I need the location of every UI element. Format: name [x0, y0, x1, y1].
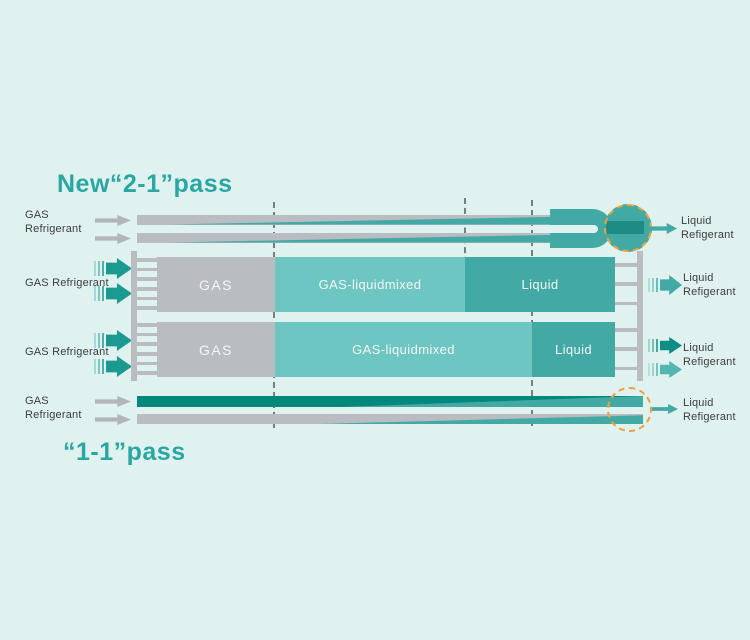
title-1-1-pass: “1-1”pass	[63, 438, 186, 466]
inflow-arrow-icon	[94, 283, 132, 304]
highlight-circle-outlet	[607, 387, 652, 432]
inlet-header-fins	[137, 258, 157, 310]
refrigerant-tube-upper	[137, 215, 600, 225]
inlet-header-pipe	[131, 316, 137, 381]
refrigerant-tube-upper	[137, 396, 643, 407]
section-liquid: Liquid	[532, 322, 615, 377]
label-line: Refigerant	[683, 356, 736, 369]
outlet-header-fins	[615, 263, 637, 305]
phase-boundary-line-gas	[273, 202, 275, 428]
label-line: Liquid	[683, 342, 714, 354]
inlet-header-pipe	[131, 251, 137, 316]
gas-refrigerant-label-hx-top: GAS Refrigerant	[25, 276, 109, 290]
highlight-circle-turn	[604, 204, 652, 252]
outlet-header-pipe	[637, 316, 643, 381]
gas-refrigerant-label-top-tubes: GAS Refrigerant	[25, 208, 82, 237]
label-line: GAS Refrigerant	[25, 277, 109, 289]
section-label: GAS-liquidmixed	[318, 277, 422, 292]
flow-arrow-icon	[652, 403, 678, 415]
label-line: Liquid	[683, 397, 714, 409]
flow-arrow-icon	[95, 215, 131, 226]
outflow-arrow-icon	[648, 337, 682, 354]
liquid-refigerant-label-bottom-tubes: Liquid Refigerant	[683, 396, 736, 425]
condensing-wedge	[319, 415, 643, 424]
liquid-refigerant-label-hx-bottom: Liquid Refigerant	[683, 341, 736, 370]
section-gas: GAS	[157, 322, 275, 377]
label-line: GAS Refrigerant	[25, 346, 109, 358]
outflow-arrow-icon	[648, 361, 682, 378]
outflow-arrow-icon	[648, 275, 682, 295]
phase-boundary-line-liquid-2-1	[464, 198, 466, 312]
title-new-2-1-pass: New“2-1”pass	[57, 170, 233, 198]
section-label: GAS	[198, 341, 234, 358]
section-label: GAS-liquidmixed	[352, 342, 455, 357]
turn-port	[606, 221, 644, 234]
condensing-wedge	[169, 215, 600, 225]
inflow-arrow-icon	[94, 330, 132, 351]
phase-boundary-line-liquid-1-1	[531, 200, 533, 426]
label-line: Refrigerant	[25, 223, 82, 236]
inlet-header-fins	[137, 323, 157, 375]
flow-arrow-icon	[650, 223, 677, 234]
flow-arrow-icon	[95, 414, 131, 425]
condensing-wedge	[339, 396, 643, 407]
gas-refrigerant-label-hx-bottom: GAS Refrigerant	[25, 345, 109, 359]
u-turn-gap	[540, 224, 598, 233]
refrigerant-tube-lower	[137, 414, 643, 424]
condensing-wedge	[169, 233, 600, 243]
heat-exchanger-bar-2-1: GAS GAS-liquidmixed Liquid	[157, 257, 615, 312]
gas-refrigerant-label-bottom-tubes: GAS Refrigerant	[25, 394, 82, 423]
section-gas: GAS	[157, 257, 275, 312]
label-line: Liquid	[683, 272, 714, 284]
label-line: Refigerant	[681, 229, 734, 242]
refrigerant-tube-lower	[137, 233, 600, 243]
inflow-arrow-icon	[94, 356, 132, 377]
section-gas-liquid-mixed: GAS-liquidmixed	[275, 322, 532, 377]
flow-arrow-icon	[95, 233, 131, 244]
section-label: GAS	[198, 276, 234, 293]
section-liquid: Liquid	[465, 257, 615, 312]
label-line: GAS	[25, 395, 49, 407]
heat-exchanger-bar-1-1: GAS GAS-liquidmixed Liquid	[157, 322, 615, 377]
section-gas-liquid-mixed: GAS-liquidmixed	[275, 257, 465, 312]
inflow-arrow-icon	[94, 258, 132, 279]
liquid-refigerant-label-top-tubes: Liquid Refigerant	[681, 214, 734, 243]
liquid-refigerant-label-hx-top: Liquid Refigerant	[683, 271, 736, 300]
flow-arrow-icon	[95, 396, 131, 407]
label-line: Refrigerant	[25, 409, 82, 422]
outlet-header-pipe	[637, 251, 643, 316]
label-line: GAS	[25, 209, 49, 221]
label-line: Refigerant	[683, 286, 736, 299]
outlet-header-fins	[615, 328, 637, 370]
section-label: Liquid	[554, 342, 593, 357]
label-line: Refigerant	[683, 411, 736, 424]
section-label: Liquid	[521, 277, 559, 292]
label-line: Liquid	[681, 215, 712, 227]
